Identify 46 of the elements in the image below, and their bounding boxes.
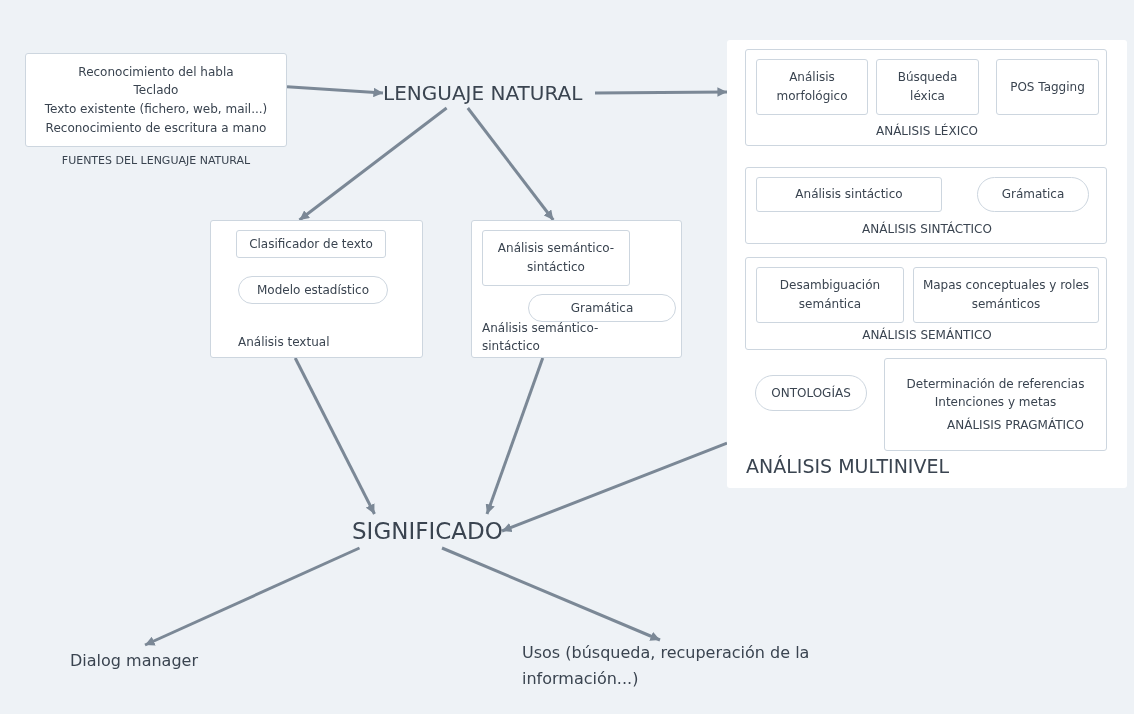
panel (727, 40, 1127, 488)
section-label: ANÁLISIS PRAGMÁTICO (947, 416, 1084, 434)
arrow (144, 546, 361, 647)
group-box (471, 220, 682, 358)
group-box (745, 167, 1107, 244)
group-box (745, 49, 1107, 146)
arrow (501, 441, 728, 533)
heading-text: SIGNIFICADO (352, 514, 502, 548)
pill-box: Modelo estadístico (238, 276, 388, 304)
section-label: ANÁLISIS SINTÁCTICO (861, 220, 993, 238)
process-box (884, 358, 1107, 451)
pill-box: ONTOLOGÍAS (755, 375, 867, 411)
output-text: Dialog manager (70, 645, 220, 675)
section-label: ANÁLISIS SEMÁNTICO (861, 326, 993, 344)
list-item-text: Texto existente (fichero, web, mail...) (44, 101, 268, 118)
arrow (298, 106, 448, 222)
group-box (210, 220, 423, 358)
list-item-text: Intenciones y metas (934, 394, 1057, 412)
process-box: POS Tagging (996, 59, 1099, 115)
list-item-text: Determinación de referencias (906, 375, 1085, 393)
process-box: Búsqueda léxica (876, 59, 979, 115)
arrow (441, 546, 661, 642)
arrow (466, 107, 555, 221)
output-text: Usos (búsqueda, recuperación de la información...) (522, 640, 867, 698)
list-item-text: Teclado (133, 82, 179, 100)
pill-box: Grámatica (977, 177, 1089, 212)
heading-text: LENGUAJE NATURAL (383, 78, 595, 108)
group-box (745, 257, 1107, 350)
panel-title: ANÁLISIS MULTINIVEL (746, 454, 951, 479)
arrow (595, 87, 727, 97)
section-label: ANÁLISIS LÉXICO (874, 122, 980, 140)
section-label: Análisis semántico-sintáctico (482, 320, 600, 355)
process-box: Clasificador de texto (236, 230, 386, 258)
process-box: Análisis semántico-sintáctico (482, 230, 630, 286)
arrow (485, 357, 545, 515)
process-box: Análisis sintáctico (756, 177, 942, 212)
process-box: Desambiguación semántica (756, 267, 904, 323)
process-box: Análisis morfológico (756, 59, 868, 115)
arrow (286, 85, 384, 98)
caption-text: FUENTES DEL LENGUAJE NATURAL (60, 153, 252, 169)
list-item-text: Reconocimiento del habla (78, 63, 234, 81)
pill-box: Gramática (528, 294, 676, 322)
list-item-text: Reconocimiento de escritura a mano (45, 119, 267, 137)
arrow (293, 357, 376, 515)
process-box: Mapas conceptuales y roles semánticos (913, 267, 1099, 323)
section-label: Análisis textual (238, 334, 331, 351)
